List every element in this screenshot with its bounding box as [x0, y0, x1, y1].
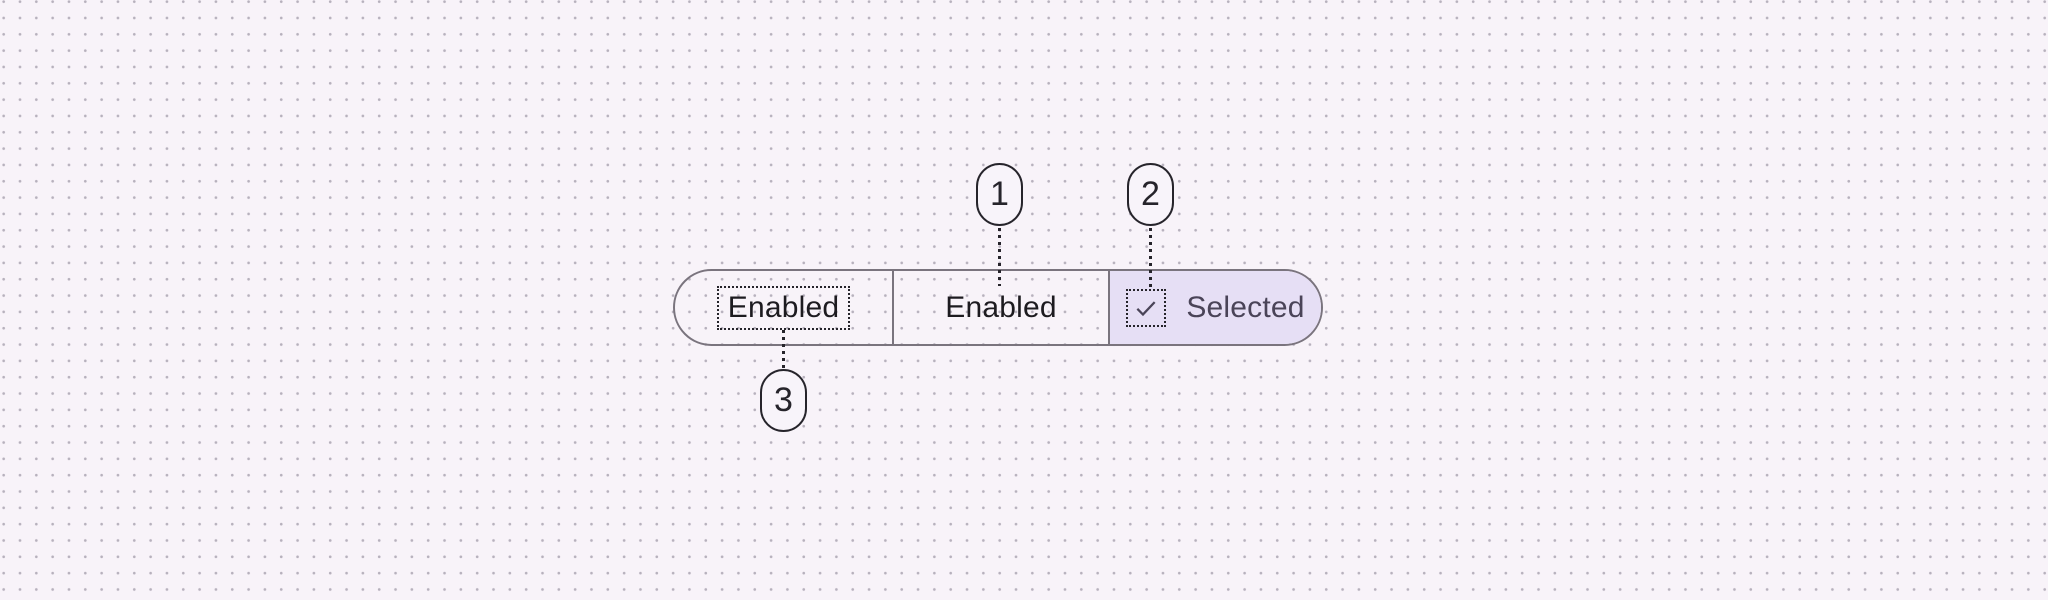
label-highlight-box: Enabled	[716, 285, 851, 330]
segment-button-selected[interactable]: Selected	[1108, 271, 1321, 344]
segment-label: Enabled	[945, 290, 1057, 324]
segment-label: Enabled	[727, 290, 840, 324]
callout-3-leader-line	[782, 330, 785, 369]
segment-label: Selected	[1186, 290, 1305, 324]
segmented-button: Enabled Enabled Selected	[673, 269, 1323, 346]
checkmark-icon	[1136, 300, 1156, 316]
icon-highlight-box	[1126, 288, 1167, 327]
callout-number: 3	[774, 381, 793, 419]
callout-number: 2	[1141, 175, 1160, 213]
callout-badge-2: 2	[1127, 163, 1174, 226]
callout-number: 1	[990, 175, 1009, 213]
segment-button-enabled-2[interactable]: Enabled	[892, 271, 1108, 344]
callout-badge-1: 1	[976, 163, 1023, 226]
callout-1-leader-line	[998, 228, 1001, 286]
callout-2-leader-line	[1149, 228, 1152, 287]
callout-badge-3: 3	[760, 369, 807, 432]
segment-button-enabled-1[interactable]: Enabled	[675, 271, 892, 344]
